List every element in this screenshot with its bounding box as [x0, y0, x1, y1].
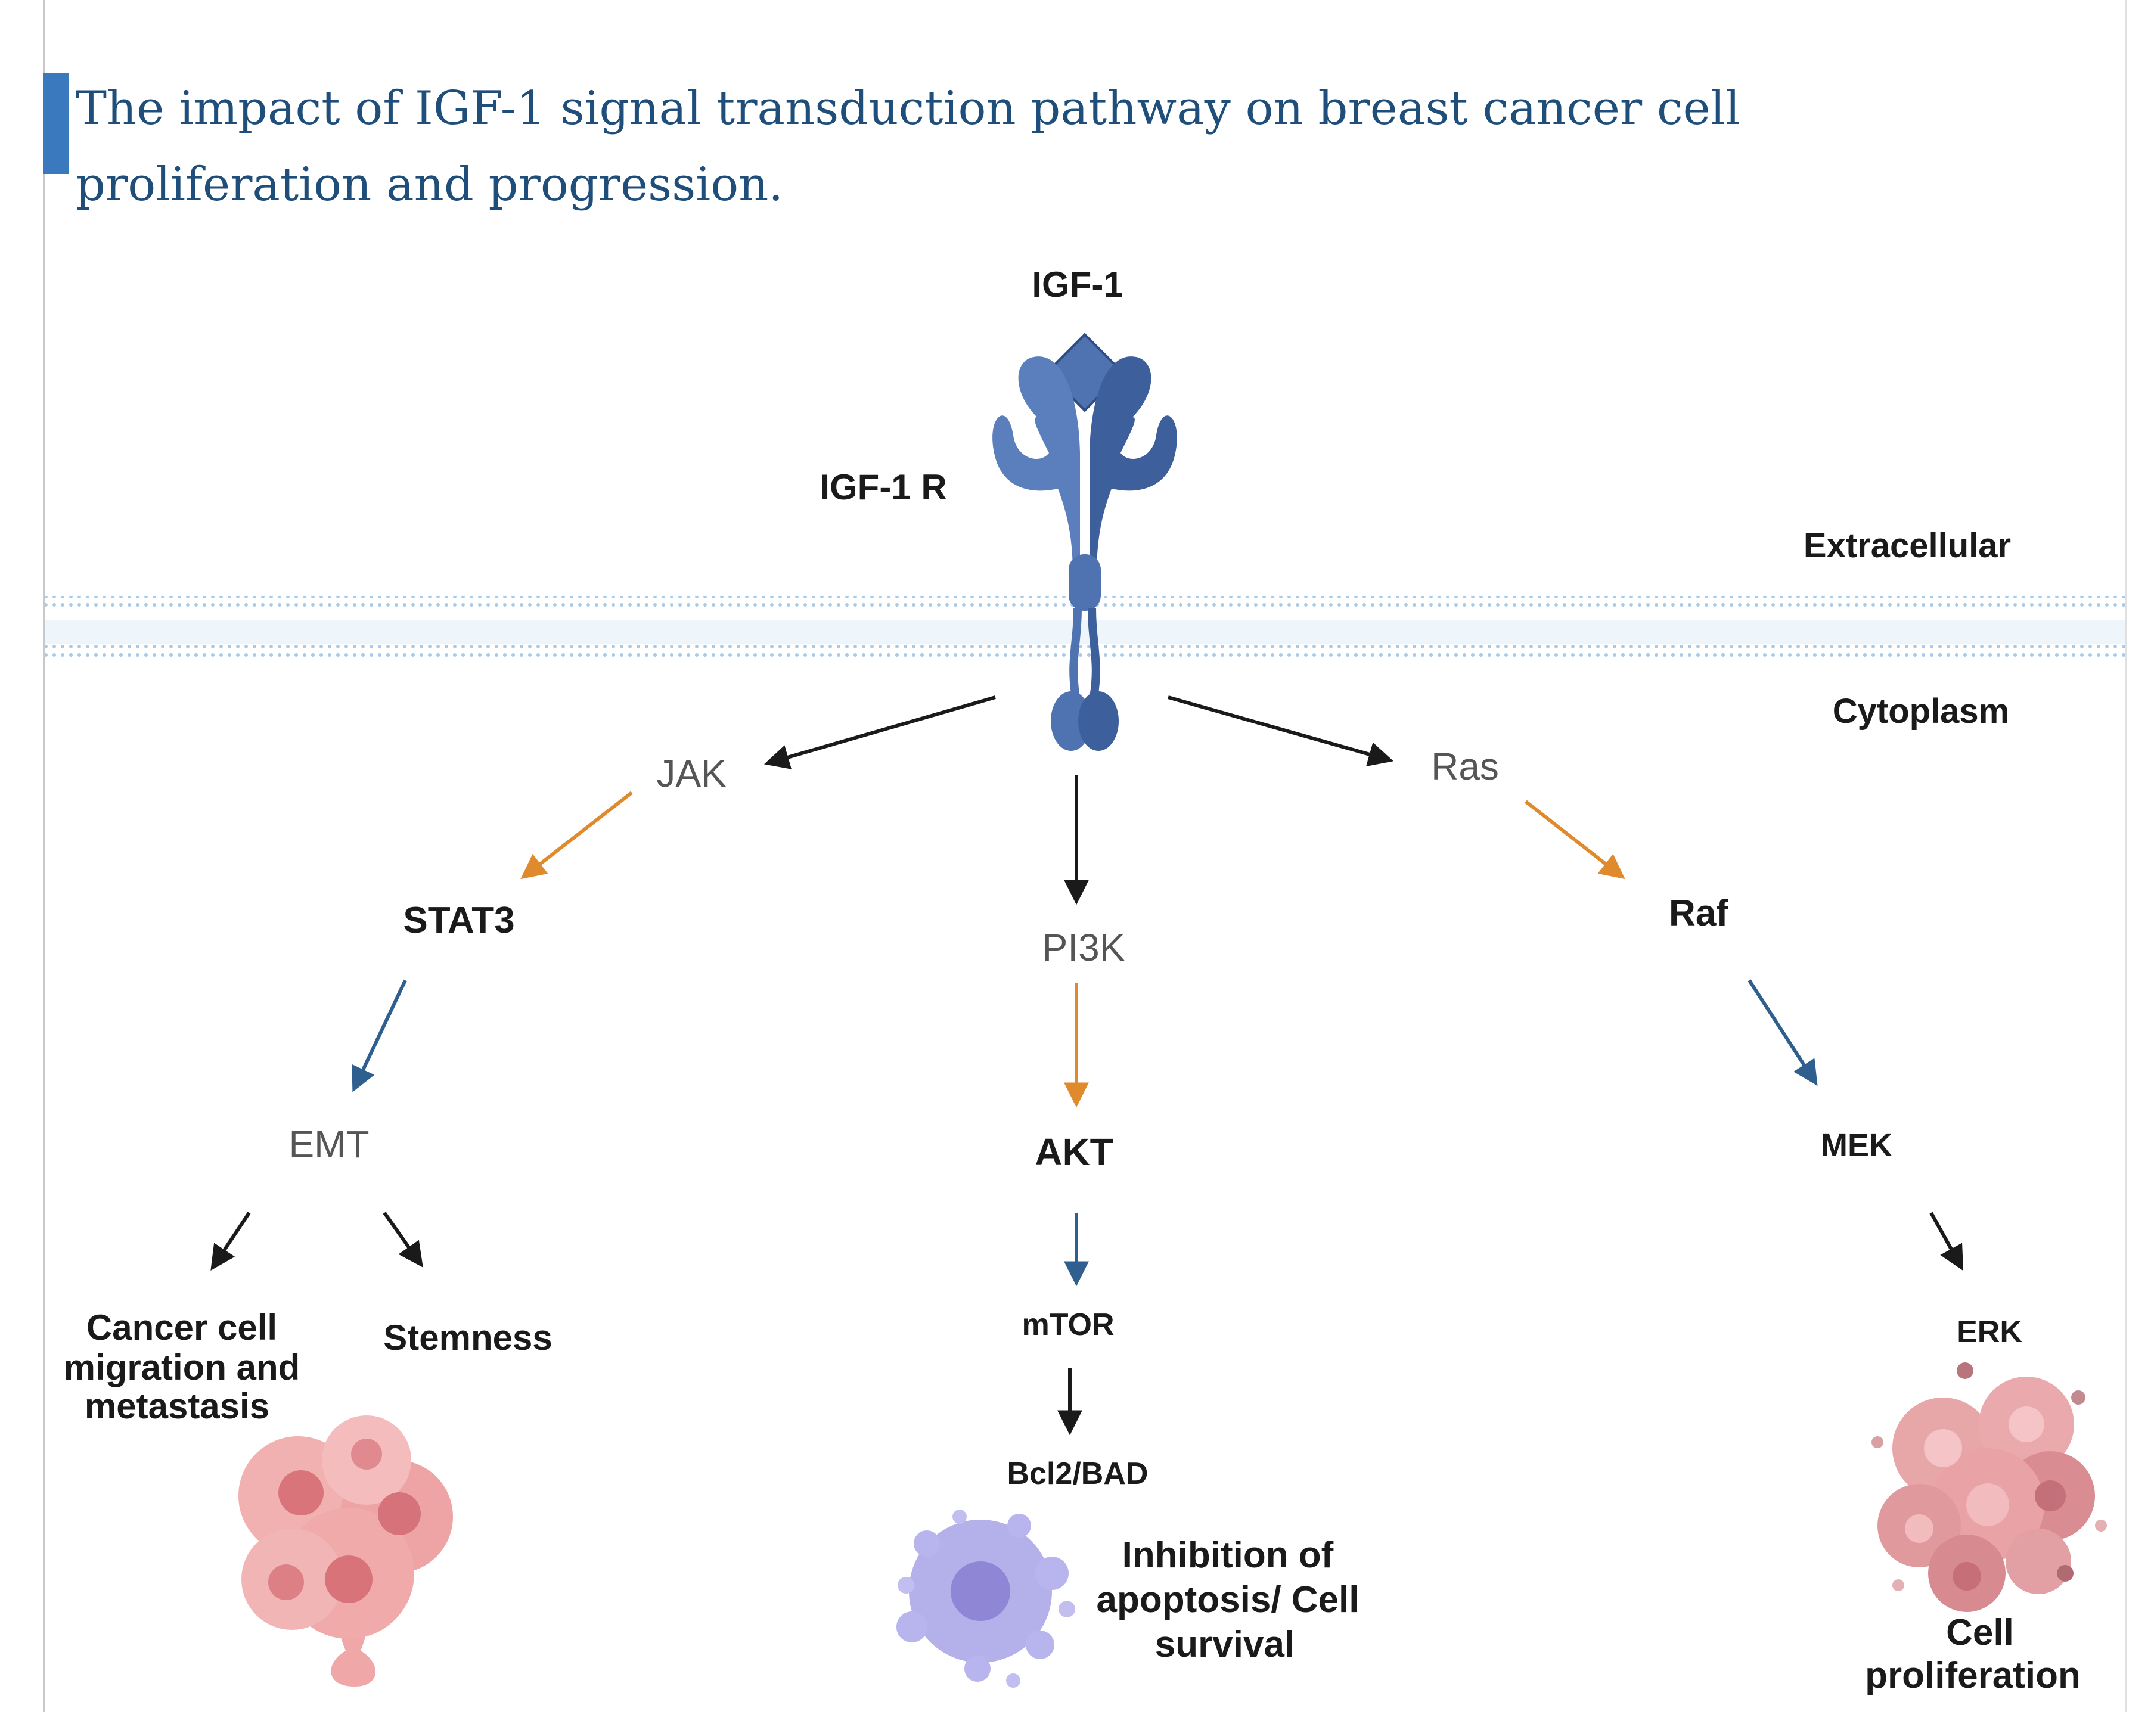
proliferating-cells-icon [1871, 1362, 2107, 1612]
arrow-receptor-to-ras [1168, 695, 1394, 767]
label-stat3: STAT3 [403, 900, 514, 941]
label-proliferation-line-2: proliferation [1865, 1655, 2081, 1696]
arrow-emt-to-migration [210, 1212, 251, 1271]
label-extracellular: Extracellular [1804, 526, 2011, 565]
label-migration-line-3: metastasis [85, 1386, 269, 1426]
label-stemness: Stemness [383, 1318, 552, 1358]
arrow-emt-to-stemness [383, 1212, 423, 1268]
label-jak: JAK [656, 752, 726, 795]
label-igf1: IGF-1 [1032, 265, 1123, 305]
figure-frame [43, 0, 2127, 1712]
label-migration-line-1: Cancer cell [86, 1308, 277, 1347]
label-migration-line-2: migration and [64, 1347, 300, 1387]
label-raf: Raf [1669, 893, 1728, 934]
label-apoptosis-line-2: apoptosis/ Cell [1097, 1579, 1359, 1620]
arrow-mek-to-erk [1929, 1212, 1964, 1271]
apoptotic-cell-icon [896, 1510, 1075, 1688]
label-cytoplasm: Cytoplasm [1833, 692, 2010, 731]
label-bcl2-bad: Bcl2/BAD [1007, 1456, 1149, 1491]
label-pi3k: PI3K [1042, 926, 1125, 969]
igf1-receptor-icon [992, 356, 1177, 751]
label-ras: Ras [1431, 745, 1499, 788]
label-apoptosis-line-1: Inhibition of [1122, 1535, 1334, 1576]
arrow-raf-to-mek [1748, 979, 1818, 1086]
label-mek: MEK [1821, 1128, 1892, 1163]
label-akt: AKT [1035, 1131, 1113, 1173]
label-apoptosis-line-3: survival [1155, 1624, 1295, 1665]
label-igf1-receptor: IGF-1 R [820, 467, 946, 507]
arrow-jak-to-stat3 [520, 791, 633, 880]
figure-title: The impact of IGF-1 signal transduction … [76, 82, 1740, 212]
metastatic-cancer-cell-icon [238, 1415, 453, 1687]
label-proliferation-line-1: Cell [1946, 1612, 2014, 1653]
arrow-ras-to-raf [1525, 800, 1625, 880]
arrow-receptor-to-jak [763, 695, 996, 769]
label-mtor: mTOR [1022, 1308, 1114, 1342]
title-accent-bar [43, 73, 69, 174]
label-erk: ERK [1957, 1315, 2022, 1349]
arrow-stat3-to-emt [352, 979, 407, 1092]
label-emt: EMT [288, 1123, 369, 1166]
